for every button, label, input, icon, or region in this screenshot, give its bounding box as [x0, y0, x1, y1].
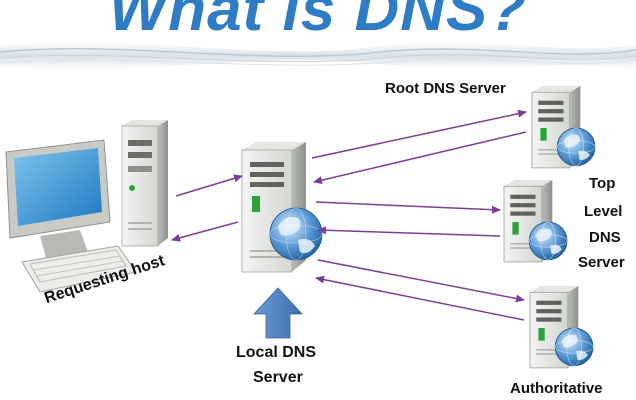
label-local-dns-line1: Local DNS: [236, 344, 317, 361]
root-dns-server-icon: [531, 85, 596, 169]
label-root-dns-server: Root DNS Server: [385, 80, 506, 97]
authoritative-dns-server-icon: [529, 285, 594, 369]
up-block-arrow-icon: [253, 287, 303, 339]
requesting-host-computer-icon: [5, 120, 168, 293]
label-tld-line3: DNS: [589, 229, 621, 246]
arrow-local-to-host: [171, 221, 239, 242]
label-tld-line2: Level: [584, 203, 623, 220]
page-title: What is DNS?: [108, 0, 528, 44]
title-wave-band: [0, 41, 636, 70]
local-dns-server-icon: [241, 142, 323, 273]
arrow-local-to-root: [311, 109, 527, 159]
tld-dns-server-icon: [503, 179, 568, 263]
arrow-root-to-local: [313, 131, 527, 185]
label-local-dns-line2: Server: [253, 369, 303, 386]
label-authoritative: Authoritative: [510, 380, 603, 397]
arrow-authoritative-to-local: [315, 275, 525, 321]
arrow-local-to-tld: [315, 201, 501, 214]
label-tld-line4: Server: [578, 254, 625, 271]
query-arrows: [171, 109, 527, 321]
arrow-host-to-local: [175, 174, 243, 197]
arrow-tld-to-local: [317, 226, 501, 237]
arrow-local-to-authoritative: [317, 259, 525, 303]
label-tld-line1: Top: [589, 175, 616, 192]
